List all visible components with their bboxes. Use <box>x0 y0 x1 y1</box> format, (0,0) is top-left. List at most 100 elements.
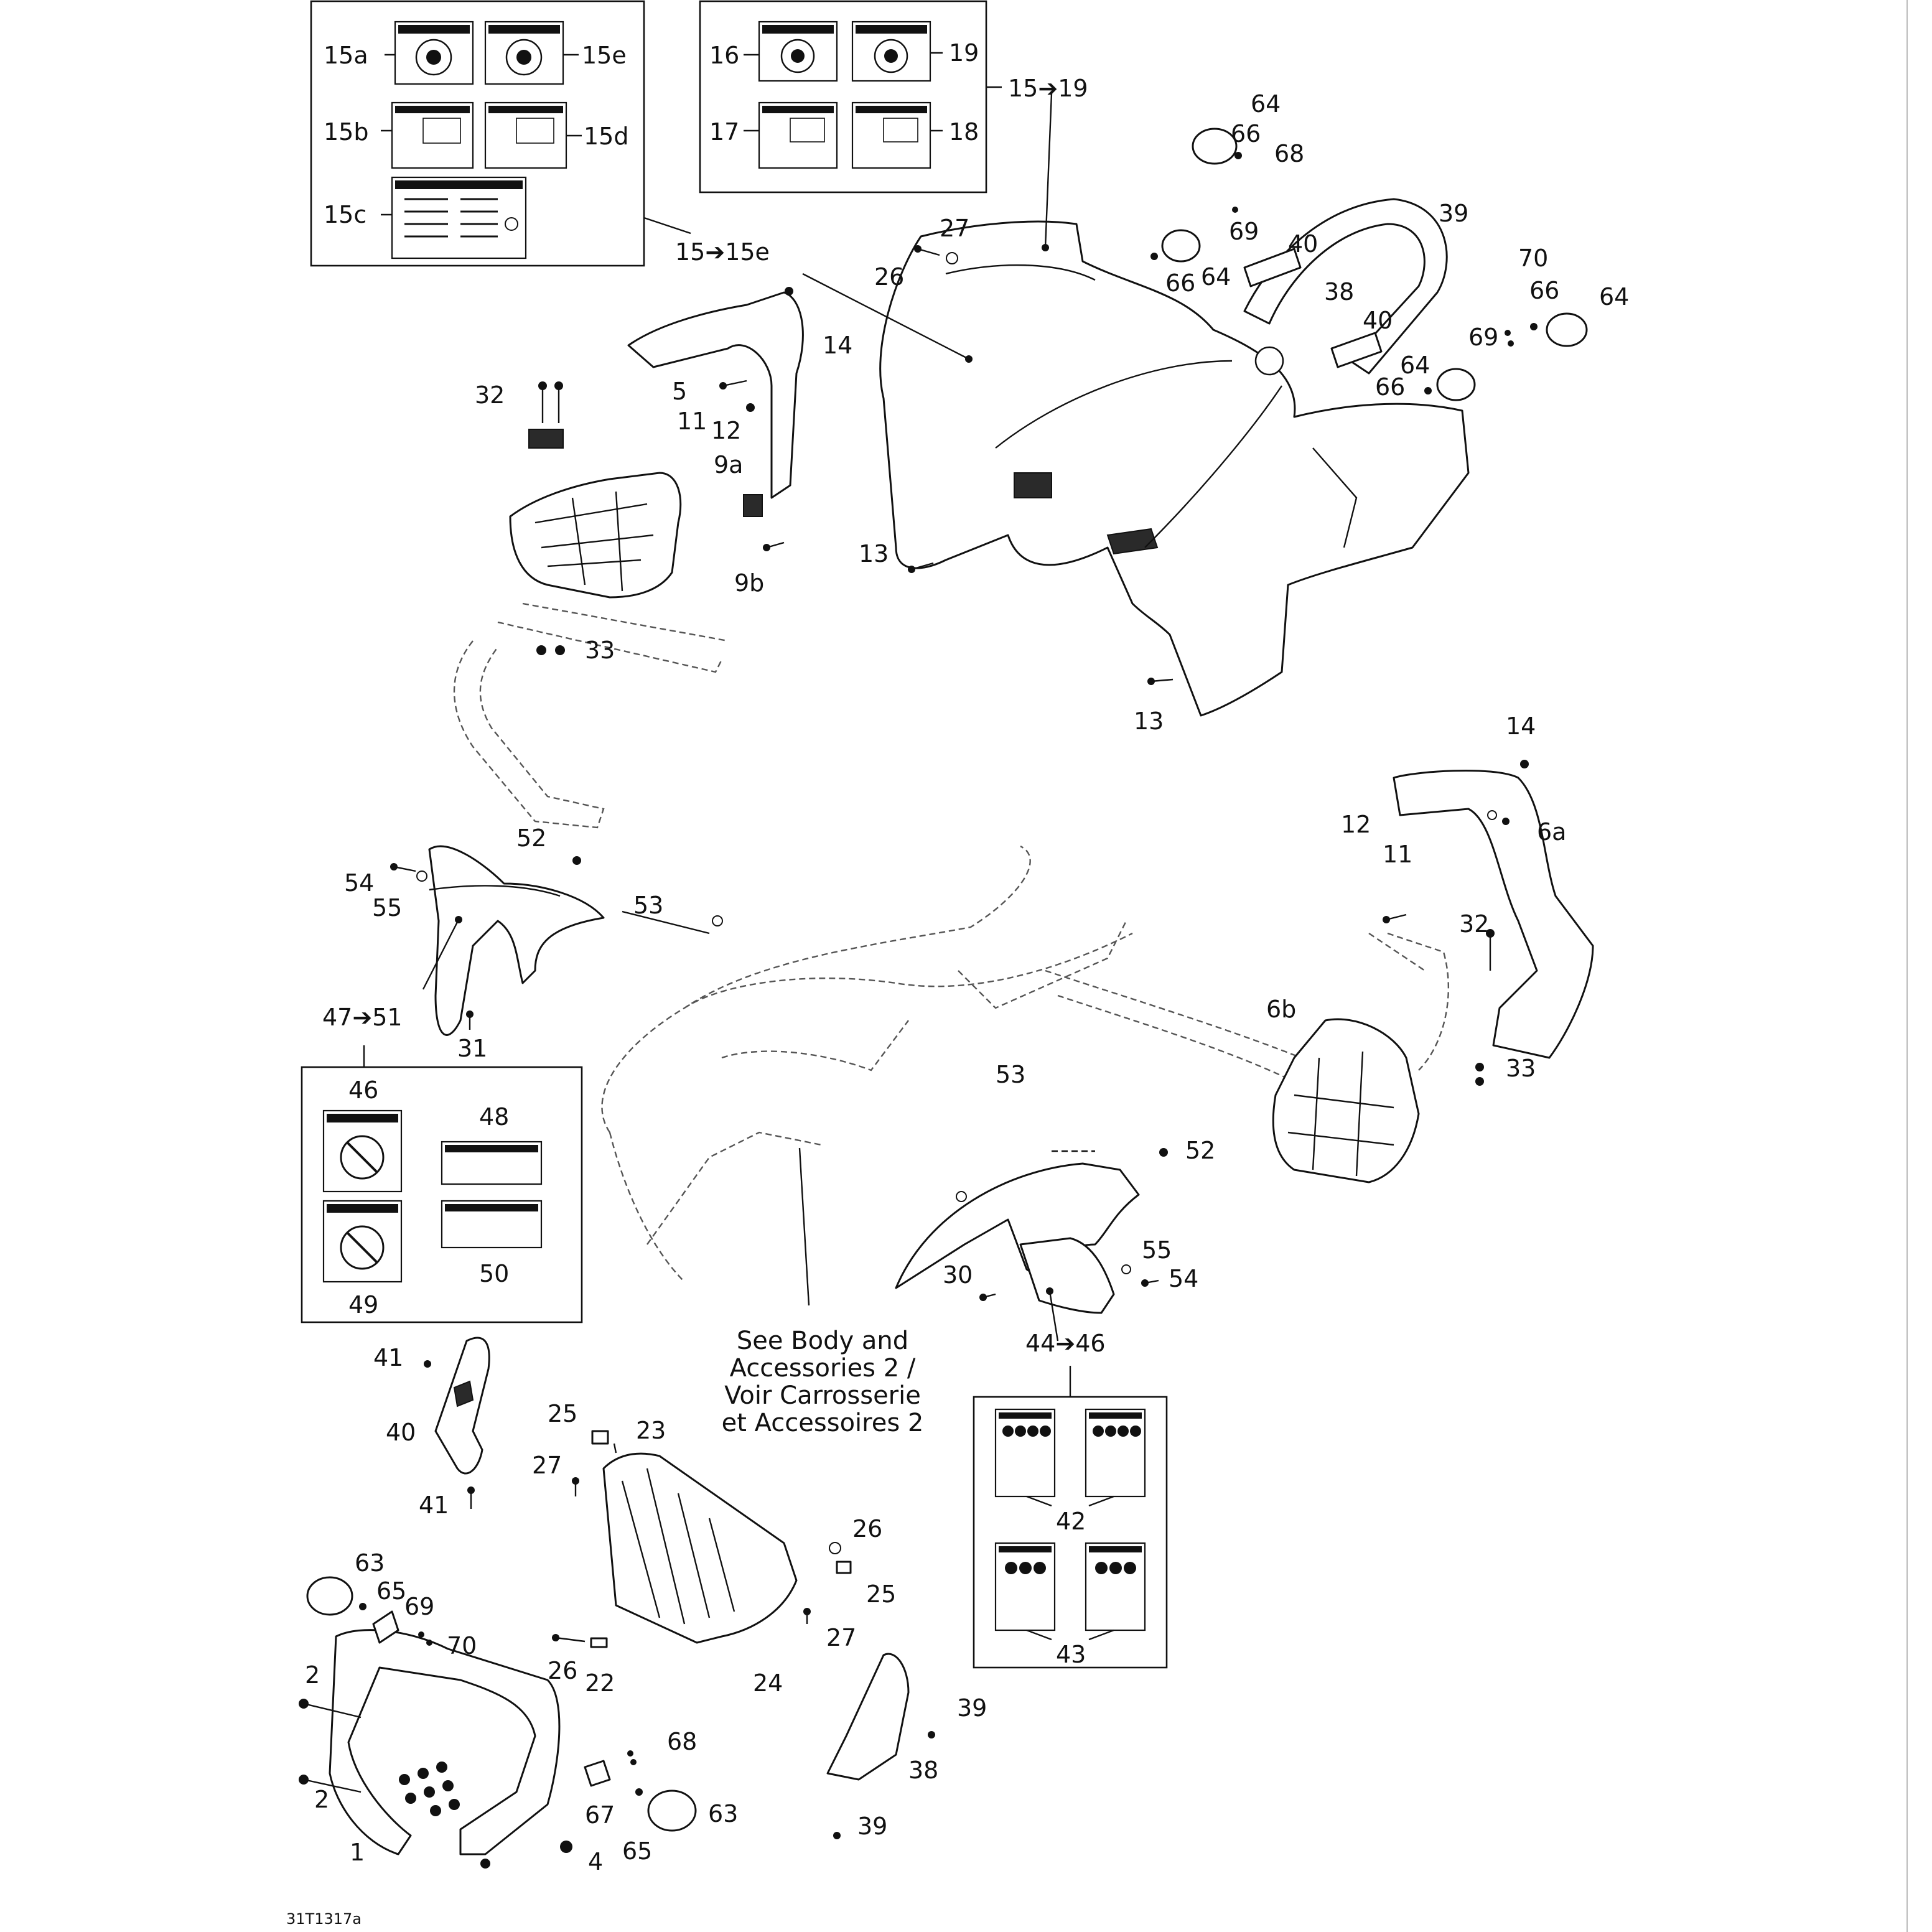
callout-59-a: 63 <box>355 1549 385 1577</box>
label-box-15 <box>310 0 691 267</box>
callout-30-a: 27 <box>532 1452 562 1479</box>
callout-39-a: 40 <box>1288 230 1318 258</box>
callout-66-b: 66 <box>1165 269 1195 297</box>
label-box-47-51 <box>301 1045 583 1323</box>
cap-60-right <box>1546 312 1588 347</box>
note-line-2: Accessories 2 / <box>730 1354 916 1383</box>
callout-1: 1 <box>350 1839 365 1866</box>
callout-31: 30 <box>943 1261 973 1289</box>
callout-49: 48 <box>479 1103 509 1131</box>
callout-25: 24 <box>753 1669 783 1697</box>
callout-4: 4 <box>588 1848 603 1875</box>
cap-60-top <box>1192 128 1238 165</box>
callout-37: 39 <box>1439 200 1468 227</box>
label-45-b <box>1085 1408 1146 1498</box>
callout-12-a: 12 <box>711 417 741 444</box>
label-15b <box>391 101 474 169</box>
callout-11-a: 11 <box>677 408 707 435</box>
callout-50: 49 <box>348 1291 378 1318</box>
callout-53-a: 53 <box>633 892 663 919</box>
label-50 <box>322 1200 403 1283</box>
callout-41-a: 39 <box>957 1694 987 1722</box>
callout-61-b: 65 <box>622 1837 652 1865</box>
callout-2-b: 2 <box>314 1786 329 1813</box>
callout-13-b: 13 <box>1134 707 1164 735</box>
part-grille <box>602 1452 798 1644</box>
callout-19: 19 <box>949 39 979 67</box>
callout-13-a: 13 <box>859 540 889 567</box>
callout-16: 16 <box>709 42 739 69</box>
part-rear-body <box>879 220 1470 717</box>
label-46-a <box>994 1542 1056 1631</box>
callout-6a: 6a <box>1537 818 1566 846</box>
callout-45: 42 <box>1056 1508 1086 1535</box>
label-15d <box>484 101 567 169</box>
label-box-44-46 <box>973 1366 1168 1669</box>
callout-55-b: 55 <box>1142 1236 1172 1264</box>
label-15e <box>484 21 564 85</box>
callout-9a: 9a <box>714 451 743 478</box>
label-19 <box>851 21 931 82</box>
callout-42: 40 <box>386 1419 416 1446</box>
callout-6b: 6b <box>1266 996 1296 1023</box>
callout-60-a: 64 <box>1251 90 1281 118</box>
drawing-reference: 31T1317a <box>286 1910 362 1928</box>
callout-34-b: 33 <box>1506 1055 1536 1082</box>
part-grab-handle <box>1243 198 1448 375</box>
part-panel-40 <box>826 1653 910 1781</box>
part-front-fender-44 <box>895 1162 1140 1314</box>
label-16 <box>758 21 838 82</box>
callout-14-b: 14 <box>1506 712 1536 740</box>
callout-66-c: 66 <box>1529 277 1559 304</box>
callout-43-b: 41 <box>419 1491 449 1519</box>
callout-69-b: 69 <box>1468 324 1498 351</box>
callout-24: 27 <box>940 215 969 242</box>
part-rear-rack <box>1272 769 1594 1183</box>
callout-27-a: 23 <box>636 1417 666 1444</box>
part-front-fender-47 <box>428 845 605 1036</box>
label-46-b <box>1085 1542 1146 1631</box>
label-45-a <box>994 1408 1056 1498</box>
cap-59-left <box>306 1576 353 1616</box>
callout-62: 67 <box>585 1801 615 1829</box>
callout-38: 38 <box>1324 278 1354 306</box>
callout-55-a: 55 <box>372 894 402 922</box>
callout-41-b: 39 <box>857 1813 887 1840</box>
callout-15d: 15d <box>584 123 628 150</box>
callout-43-a: 41 <box>373 1344 403 1371</box>
callout-65: 70 <box>447 1632 477 1659</box>
callout-60-c: 64 <box>1599 283 1629 310</box>
callout-66-d: 66 <box>1375 373 1405 401</box>
callout-61-a: 65 <box>376 1577 406 1605</box>
callout-11-b: 11 <box>1383 841 1412 868</box>
label-51 <box>441 1200 543 1249</box>
cap-59-right <box>647 1790 697 1832</box>
part-front-guard <box>329 1629 561 1855</box>
label-17 <box>758 101 838 169</box>
frame-outline <box>453 602 1450 1282</box>
callout-28: 26 <box>548 1657 577 1684</box>
part-front-bumper <box>509 291 804 599</box>
callout-40: 38 <box>908 1757 938 1784</box>
callout-15a: 15a <box>324 42 368 69</box>
leader-lines <box>422 93 1095 1342</box>
callout-27-b: 26 <box>852 1515 882 1542</box>
callout-2-a: 2 <box>305 1661 320 1689</box>
group-15-15e: 15➔15e <box>675 238 770 266</box>
callout-labels: 15a 15e 15b 15d 15c 15➔15e 16 19 17 18 1… <box>286 39 1629 1928</box>
label-box-16-19 <box>699 0 1002 194</box>
note-line-4: et Accessoires 2 <box>722 1409 924 1437</box>
callout-48: 46 <box>348 1076 378 1104</box>
callout-26-b: 25 <box>866 1580 896 1608</box>
callout-39-b: 40 <box>1363 307 1393 334</box>
label-18 <box>851 101 931 169</box>
callout-53-b: 53 <box>996 1061 1025 1088</box>
cap-60-mid <box>1161 229 1201 263</box>
callout-63: 68 <box>667 1728 697 1755</box>
callout-30-b: 27 <box>826 1624 856 1651</box>
callout-17: 17 <box>709 118 739 146</box>
label-49 <box>441 1141 543 1185</box>
label-15a <box>394 21 474 85</box>
callout-54-b: 54 <box>1169 1265 1198 1292</box>
